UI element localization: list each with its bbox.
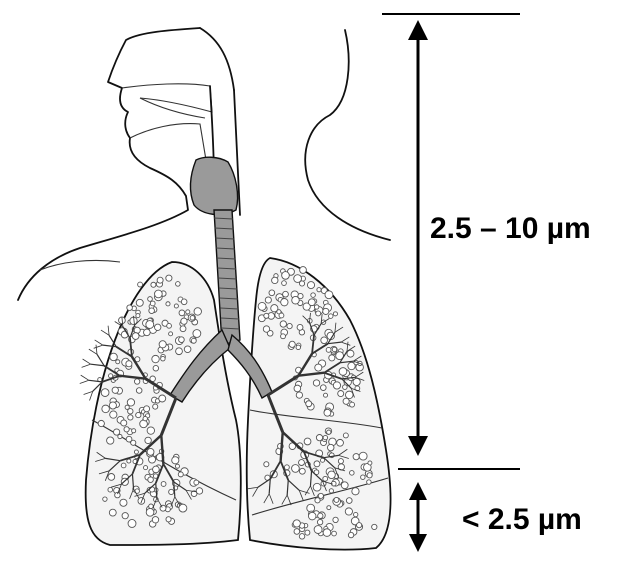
coarse-particle-size-label: 2.5 – 10 µm [430,212,591,246]
lower-arrow-head-down [409,534,427,552]
lower-arrow-head-up [409,482,427,500]
upper-arrow-head-up [408,20,428,40]
upper-arrow-head-down [408,436,428,456]
left-lung [86,262,241,545]
fine-particle-size-label: < 2.5 µm [462,503,582,537]
